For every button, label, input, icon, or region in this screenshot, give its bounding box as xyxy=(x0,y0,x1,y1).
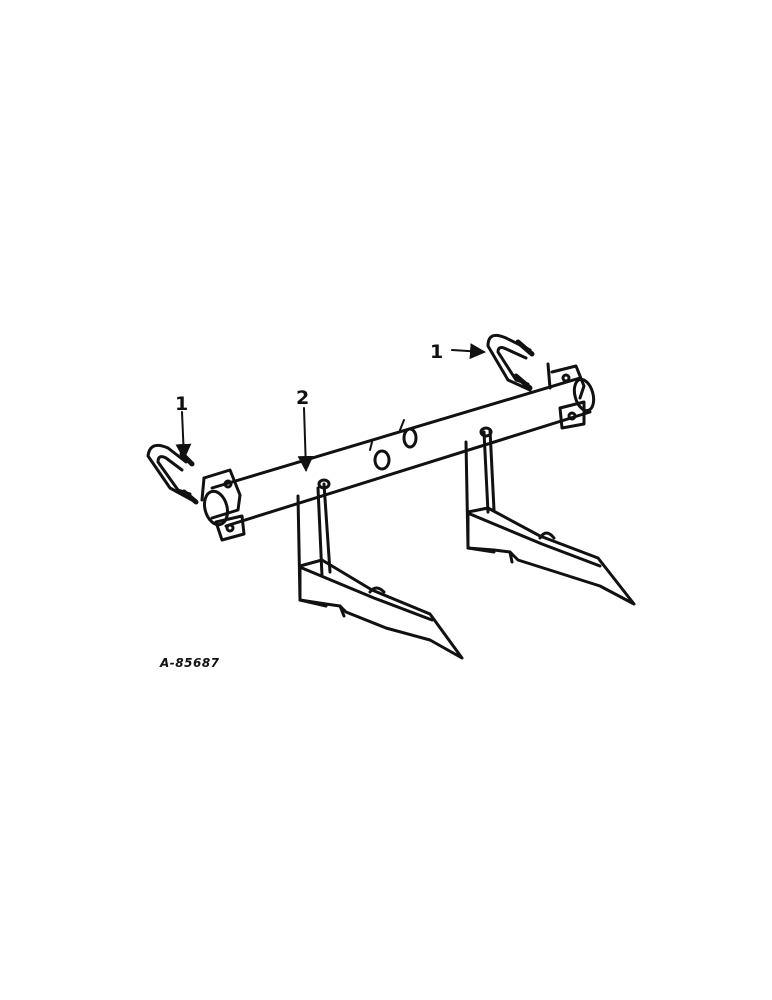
right-divider-point xyxy=(466,506,636,606)
right-post xyxy=(464,426,496,550)
tube-hole xyxy=(402,427,418,449)
leader-line-1-right xyxy=(451,343,486,360)
u-bolt-left xyxy=(146,443,199,505)
leader-line-2 xyxy=(297,407,314,472)
cross-bar xyxy=(202,376,596,528)
tube-hole xyxy=(373,449,391,471)
leader-line-1-left xyxy=(175,411,192,460)
left-mounting-bracket xyxy=(200,468,246,542)
right-mounting-bracket xyxy=(546,362,586,430)
figure-id: A-85687 xyxy=(159,656,220,670)
u-bolt-right xyxy=(486,333,535,392)
callout-1-right: 1 xyxy=(430,341,443,363)
left-divider-point xyxy=(298,558,464,660)
callout-2: 2 xyxy=(296,387,309,409)
callout-1-left: 1 xyxy=(175,393,188,415)
